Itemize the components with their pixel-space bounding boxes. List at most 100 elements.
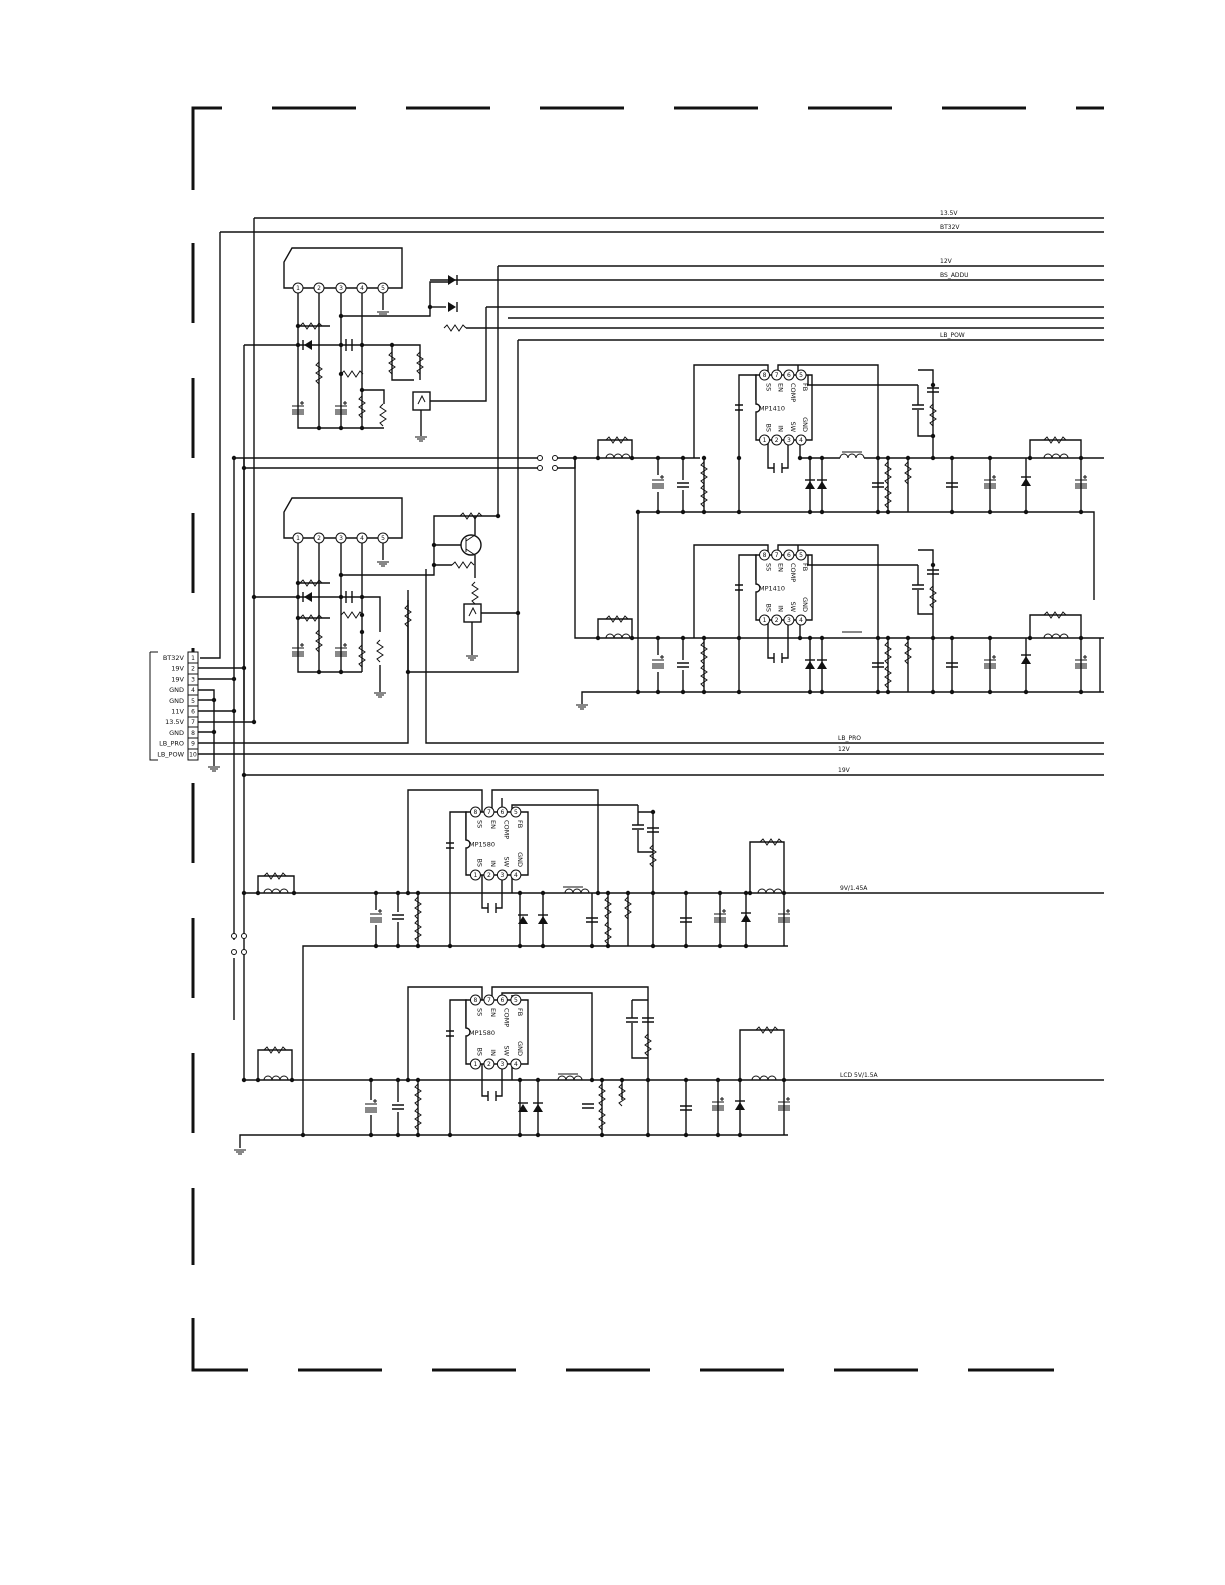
- chip-pin-circle: [759, 434, 771, 446]
- reg2-pin-3: 3: [339, 535, 343, 542]
- chip-pin-circle: [759, 549, 771, 561]
- connector-pin-label: GND: [169, 697, 184, 705]
- chip-pin-name: BS: [765, 424, 773, 432]
- chip-pin-name: SW: [789, 421, 797, 432]
- chip-pin-number: 4: [799, 617, 803, 624]
- buck-converter-1: [574, 364, 1104, 710]
- connector-pin-number: 2: [191, 666, 195, 673]
- reg1-pin-5: 5: [381, 285, 385, 292]
- reg2-pin-5: 5: [381, 535, 385, 542]
- chip-pin-number: 8: [763, 552, 767, 559]
- connector-pin-number: 7: [191, 719, 195, 726]
- chip-pin-circle: [510, 994, 522, 1006]
- chip-pin-name: GND: [516, 852, 524, 867]
- chip-pin-labels: 81SSBS72ENIN63COMPSW54FBGNDMP141081SSBS7…: [469, 369, 809, 1070]
- chip-pin-circle: [496, 1058, 508, 1070]
- chip-pin-circle: [510, 1058, 522, 1070]
- connector-junctions: [211, 455, 578, 1083]
- net-label-9v-out: 9V/1.45A: [840, 885, 868, 892]
- chip-pin-name: COMP: [789, 383, 797, 402]
- buck2-junctions: [595, 562, 1084, 695]
- chip-pin-number: 1: [474, 1061, 478, 1068]
- net-label-12v-mid: 12V: [838, 746, 851, 753]
- chip-pin-name: COMP: [502, 1008, 510, 1027]
- connector-pin-label: GND: [169, 686, 184, 694]
- regulator-2: 1 2 3 4 5: [254, 266, 519, 698]
- chip-pin-name: EN: [489, 820, 497, 829]
- chip-pin-number: 2: [775, 437, 779, 444]
- connector-pin-label: 19V: [171, 665, 184, 673]
- connector-pin-label: 13.5V: [165, 718, 184, 726]
- connector-pin-label: 11V: [171, 708, 184, 716]
- chip-pin-name: SW: [502, 856, 510, 867]
- chip-pin-number: 7: [775, 552, 779, 559]
- net-label-19v: 19V: [838, 767, 851, 774]
- chip-pin-name: SS: [765, 563, 773, 571]
- net-label-lb-pow: LB_POW: [940, 332, 965, 339]
- chip-name: MP1410: [759, 405, 785, 413]
- reg1-junctions: [295, 304, 433, 431]
- chip-pin-circle: [469, 869, 481, 881]
- connector-pin-label: BT32V: [163, 654, 185, 662]
- chip-pin-circle: [483, 1058, 495, 1070]
- connector-pin-number: 6: [191, 709, 195, 716]
- chip-pin-number: 6: [787, 552, 791, 559]
- chip-name: MP1580: [469, 841, 495, 849]
- chip-pin-number: 8: [763, 372, 767, 379]
- chip-pin-number: 1: [474, 872, 478, 879]
- net-label-13-5v: 13.5V: [940, 210, 958, 217]
- chip-pin-name: BS: [765, 604, 773, 612]
- chip-name: MP1580: [469, 1029, 495, 1037]
- chip-pin-circle: [510, 806, 522, 818]
- chip-pin-circle: [771, 549, 783, 561]
- chip-pin-circle: [783, 369, 795, 381]
- net-label-lcd-5v-out: LCD 5V/1.5A: [840, 1072, 879, 1079]
- connector-pin-number: 9: [191, 741, 195, 748]
- buck-converter-2: [597, 544, 1104, 693]
- input-connector: [149, 651, 199, 761]
- connector-wiring: [198, 455, 1104, 1080]
- chip-pin-circle: [783, 614, 795, 626]
- chip-pin-name: IN: [777, 425, 785, 432]
- chip-pin-circle: [510, 869, 522, 881]
- connector-pin-label: LB_POW: [157, 750, 184, 758]
- chip-pin-name: EN: [489, 1008, 497, 1017]
- chip-pin-name: SW: [789, 601, 797, 612]
- chip-pin-circle: [795, 549, 807, 561]
- chip-pin-number: 6: [500, 997, 504, 1004]
- border-frame: [191, 106, 1104, 1372]
- buck3-junctions: [255, 809, 787, 949]
- chip-pin-name: COMP: [789, 563, 797, 582]
- chip-pin-number: 1: [763, 617, 767, 624]
- chip-pin-name: SW: [502, 1045, 510, 1056]
- chip-pin-circle: [795, 369, 807, 381]
- chip-pin-circle: [496, 869, 508, 881]
- chip-pin-circle: [795, 434, 807, 446]
- connector-pin-number: 5: [191, 698, 195, 705]
- chip-pin-number: 4: [799, 437, 803, 444]
- chip-pin-number: 7: [487, 997, 491, 1004]
- chip-pin-name: GND: [801, 597, 809, 612]
- chip-pin-name: IN: [489, 1049, 497, 1056]
- chip-pin-number: 2: [487, 872, 491, 879]
- chip-pin-circle: [771, 434, 783, 446]
- chip-pin-number: 8: [474, 997, 478, 1004]
- net-label-bs-addu: BS_ADDU: [940, 272, 969, 279]
- chip-pin-name: FB: [516, 1008, 524, 1016]
- connector-pin-number: 4: [191, 687, 195, 694]
- chip-pin-name: BS: [475, 859, 483, 867]
- chip-pin-number: 3: [500, 1061, 504, 1068]
- chip-pin-name: GND: [801, 417, 809, 432]
- chip-pin-circle: [795, 614, 807, 626]
- connector-pin-label: GND: [169, 729, 184, 737]
- chip-pin-circle: [483, 994, 495, 1006]
- chip-pin-circle: [771, 369, 783, 381]
- connector-pin-number: 10: [189, 751, 197, 758]
- chip-pin-name: SS: [475, 1008, 483, 1016]
- chip-pin-number: 2: [775, 617, 779, 624]
- chip-pin-number: 1: [763, 437, 767, 444]
- chip-name: MP1410: [759, 585, 785, 593]
- net-label-lb-pro: LB_PRO: [838, 735, 861, 742]
- chip-pin-name: IN: [489, 860, 497, 867]
